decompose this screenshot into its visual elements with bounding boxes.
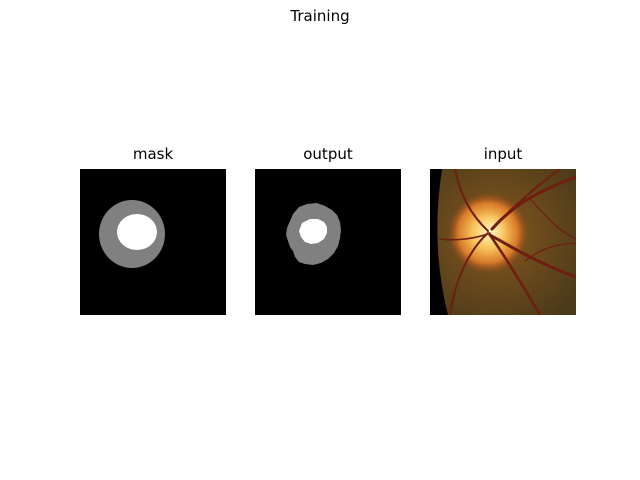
panel-title-output: output <box>303 145 353 163</box>
output-image <box>255 169 401 315</box>
input-fundus-image <box>430 169 576 315</box>
figure-title: Training <box>290 7 350 25</box>
blood-vessels <box>439 169 576 315</box>
panel-output: output <box>255 145 401 315</box>
panel-mask: mask <box>80 145 226 315</box>
panel-title-input: input <box>483 145 523 163</box>
mask-image <box>80 169 226 315</box>
optic-cup-region <box>117 214 157 250</box>
fundus-dark-edge <box>430 169 448 315</box>
predicted-cup-region <box>299 219 327 244</box>
panel-input: input <box>430 145 576 315</box>
panel-title-mask: mask <box>132 145 174 163</box>
